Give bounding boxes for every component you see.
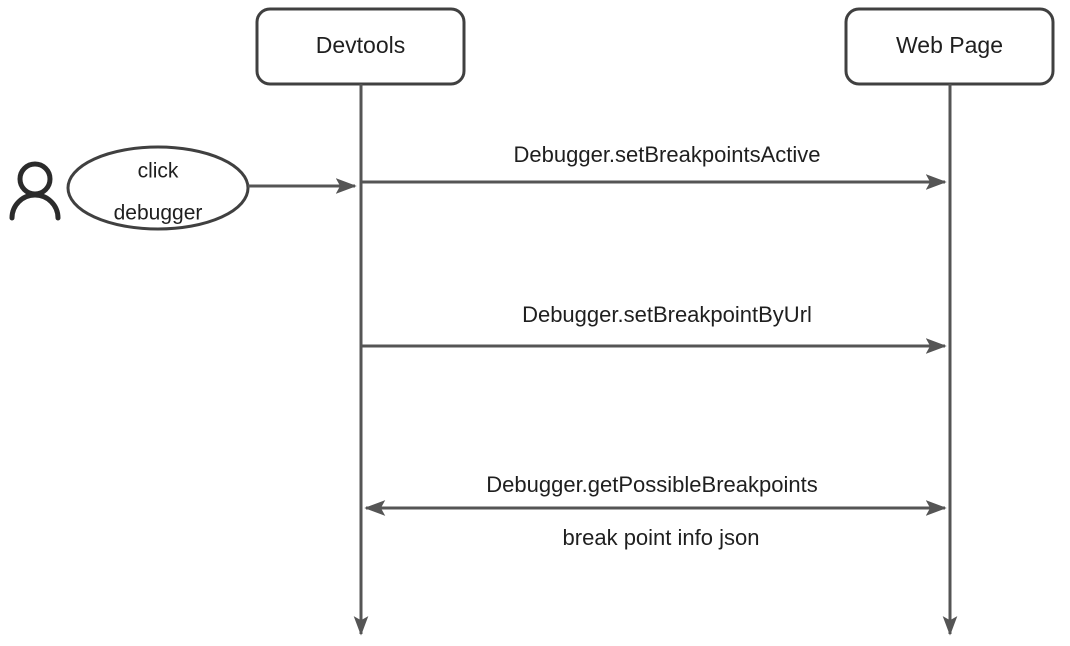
person-shoulders-icon	[9, 192, 61, 221]
message-3: Debugger.getPossibleBreakpoints break po…	[364, 472, 947, 550]
action-bubble-click-debugger[interactable]: click debugger	[66, 145, 250, 231]
action-bubble-ellipse[interactable]	[66, 145, 250, 231]
message-3-sublabel: break point info json	[563, 525, 760, 550]
message-2: Debugger.setBreakpointByUrl	[361, 302, 947, 354]
action-bubble-line2: debugger	[114, 202, 203, 225]
participant-devtools[interactable]: Devtools	[255, 7, 466, 86]
participant-webpage[interactable]: Web Page	[844, 7, 1055, 86]
message-1: Debugger.setBreakpointsActive	[361, 142, 947, 190]
person-icon	[9, 161, 61, 221]
message-1-label: Debugger.setBreakpointsActive	[514, 142, 821, 167]
action-bubble-line1: click	[138, 160, 179, 183]
message-3-label: Debugger.getPossibleBreakpoints	[486, 472, 817, 497]
message-2-label: Debugger.setBreakpointByUrl	[522, 302, 812, 327]
participant-label-webpage: Web Page	[896, 32, 1003, 58]
person-head-icon	[17, 161, 53, 197]
participant-label-devtools: Devtools	[316, 32, 405, 58]
